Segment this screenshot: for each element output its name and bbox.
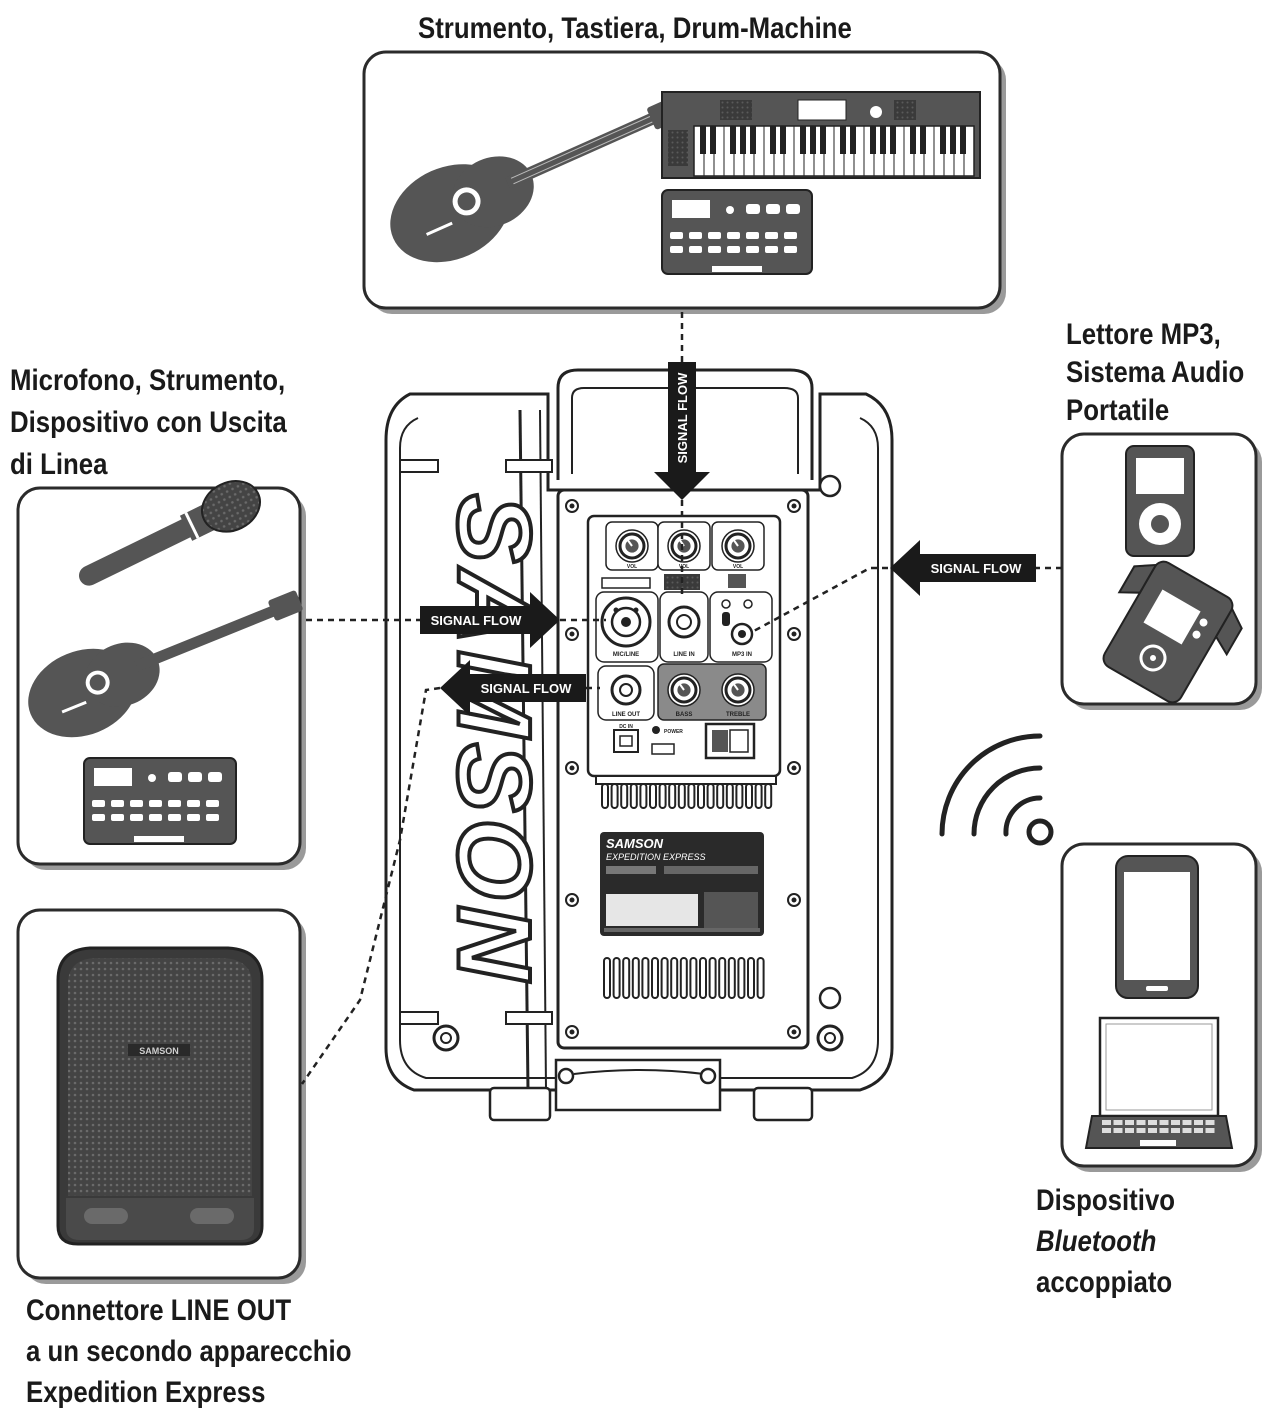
signal-flow-arrow-right: SIGNAL FLOW [890, 540, 1036, 596]
signal-flow-label: SIGNAL FLOW [431, 613, 522, 628]
caption-line: accoppiato [1036, 1266, 1173, 1299]
bass-label: BASS [676, 712, 693, 718]
speaker-brand-logo: SAMSON [139, 1046, 179, 1056]
left-device-box [16, 480, 306, 870]
brand-logo: SAMSON [436, 494, 552, 986]
caption-line: di Linea [10, 448, 108, 481]
second-speaker-icon: SAMSON [56, 946, 264, 1246]
signal-flow-arrow-lineout: SIGNAL FLOW [440, 660, 586, 716]
drum-machine-icon [83, 757, 237, 845]
signal-flow-arrow-top: SIGNAL FLOW [654, 362, 710, 500]
caption-line: Sistema Audio [1066, 356, 1245, 389]
caption-line-out: Connettore LINE OUT a un secondo apparec… [26, 1290, 351, 1413]
caption-line: Portatile [1066, 394, 1170, 427]
signal-path-lines [300, 312, 1062, 1085]
caption-line: Connettore LINE OUT [26, 1294, 292, 1327]
caption-line: Dispositivo con Uscita [10, 406, 287, 439]
dc-in-label: DC IN [619, 724, 633, 730]
caption-line: Microfono, Strumento, [10, 364, 286, 397]
treble-label: TREBLE [726, 712, 750, 718]
caption-line: Dispositivo [1036, 1184, 1176, 1217]
keyboard-icon [661, 91, 981, 179]
treble-knob[interactable] [721, 673, 755, 707]
aux-in-label: MP3 IN [732, 652, 752, 658]
caption-line: Lettore MP3, [1066, 318, 1221, 351]
line-input-jack[interactable] [667, 605, 701, 639]
acoustic-guitar-icon [28, 590, 303, 738]
caption-line: Strumento, Tastiera, Drum-Machine [418, 12, 852, 45]
laptop-icon [1084, 1016, 1234, 1149]
caption-line: Expedition Express [26, 1376, 266, 1409]
line-out-label: LINE OUT [612, 712, 640, 718]
top-device-box [362, 50, 1006, 314]
signal-flow-label: SIGNAL FLOW [481, 681, 572, 696]
signal-flow-label: SIGNAL FLOW [931, 561, 1022, 576]
smartphone-icon [1115, 855, 1199, 999]
volume-label: VOL [679, 564, 689, 570]
line-volume-knob[interactable] [667, 529, 701, 563]
portable-recorder-icon [1102, 560, 1243, 704]
caption-bluetooth-device: Dispositivo Bluetooth accoppiato [1036, 1180, 1175, 1303]
caption-line: a un secondo apparecchio [26, 1335, 352, 1368]
main-speaker: SAMSON VOL VOL VOL [384, 368, 894, 1122]
aux-input-jack[interactable] [721, 599, 754, 646]
drum-machine-icon [661, 189, 813, 275]
line-in-label: LINE IN [673, 652, 694, 658]
label-brand: SAMSON [606, 836, 664, 851]
bluetooth-device-box [1060, 842, 1262, 1172]
bass-knob[interactable] [667, 673, 701, 707]
caption-mp3-devices: Lettore MP3, Sistema Audio Portatile [1066, 316, 1244, 430]
caption-top-devices: Strumento, Tastiera, Drum-Machine [418, 10, 852, 48]
line-output-jack[interactable] [610, 674, 642, 706]
mic-volume-knob[interactable] [615, 529, 649, 563]
signal-flow-arrow-left: SIGNAL FLOW [420, 592, 560, 648]
mic-line-input-jack[interactable] [600, 596, 652, 648]
volume-label: VOL [627, 564, 637, 570]
power-label: POWER [664, 729, 683, 735]
wireless-signal-icon [939, 733, 1054, 846]
label-product: EXPEDITION EXPRESS [606, 852, 706, 862]
aux-volume-knob[interactable] [721, 529, 755, 563]
second-speaker-box: SAMSON [16, 908, 306, 1284]
mic-in-label: MIC/LINE [613, 652, 639, 658]
volume-label: VOL [733, 564, 743, 570]
signal-flow-label: SIGNAL FLOW [675, 372, 690, 463]
caption-line: Bluetooth [1036, 1225, 1157, 1258]
power-switch[interactable] [704, 722, 756, 760]
mp3-player-icon [1125, 445, 1195, 557]
caption-left-devices: Microfono, Strumento, Dispositivo con Us… [10, 360, 287, 486]
mp3-device-box [1060, 432, 1262, 710]
microphone-icon [78, 480, 261, 586]
